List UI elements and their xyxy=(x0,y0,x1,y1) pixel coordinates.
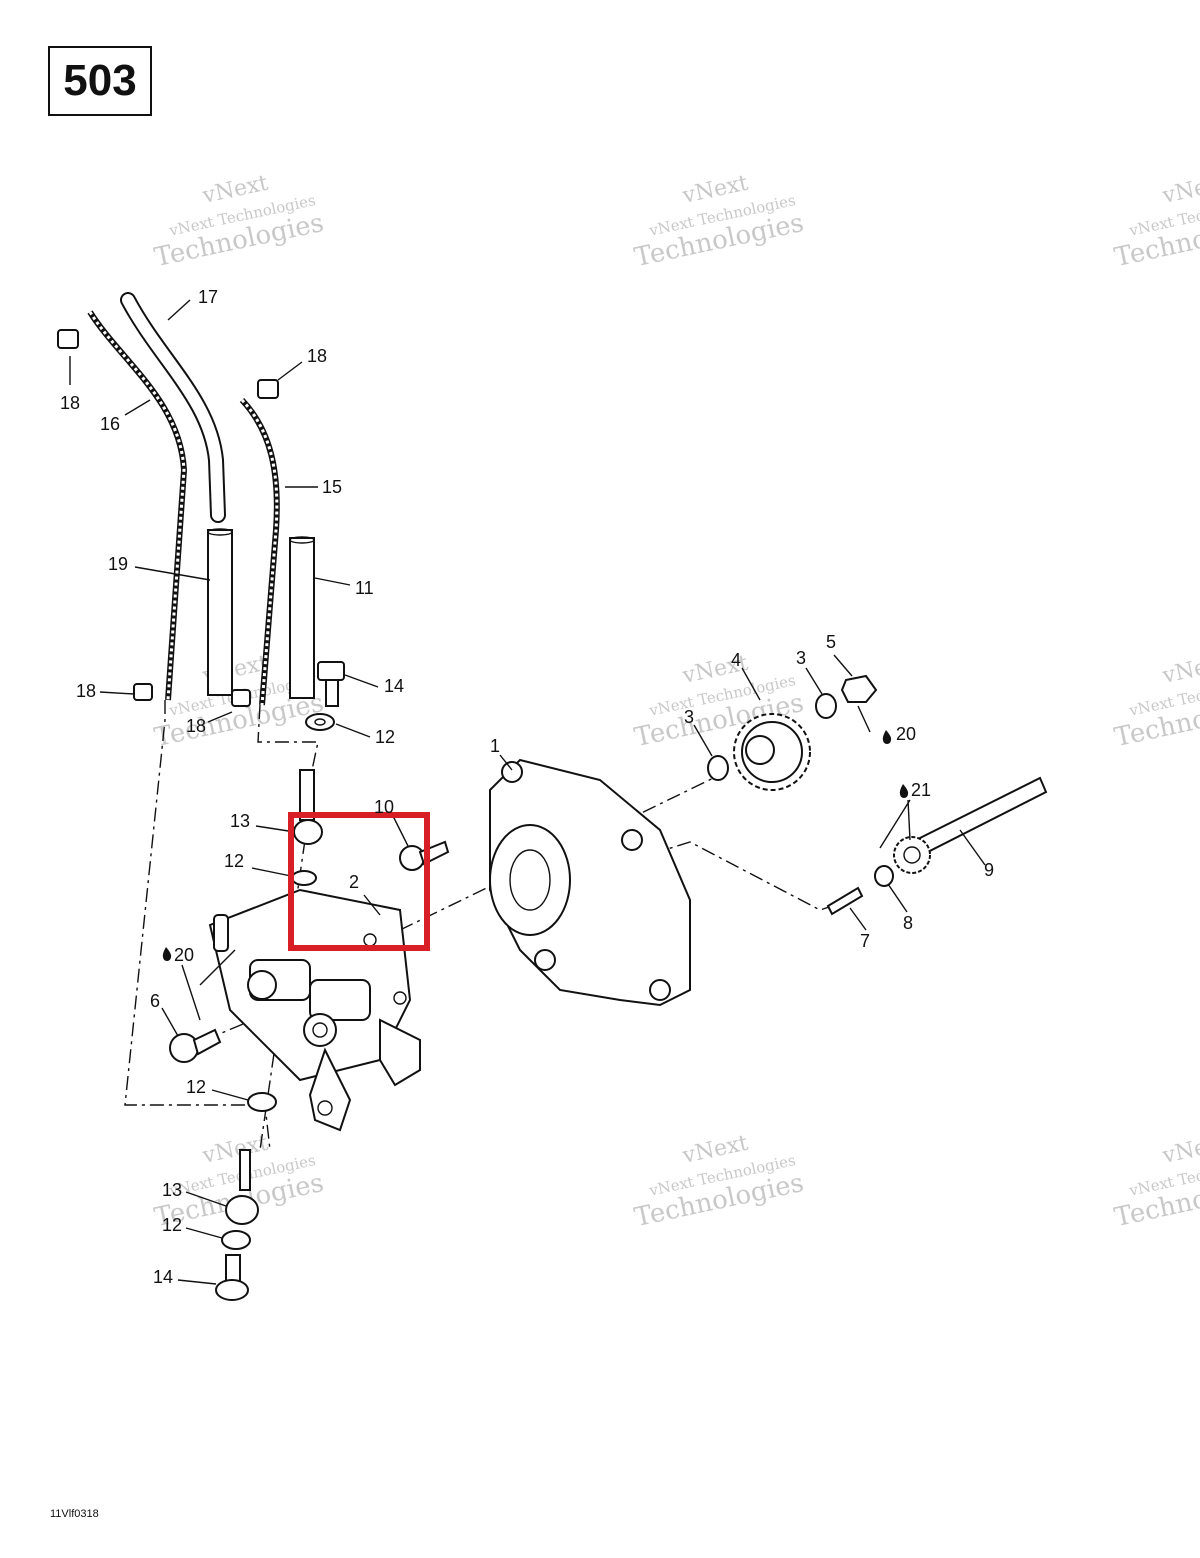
callout-12: 12 xyxy=(375,727,395,747)
callout-12: 12 xyxy=(162,1215,182,1235)
highlight-box xyxy=(288,812,430,951)
banjo-fitting-13-bottom xyxy=(225,1195,259,1225)
callout-18: 18 xyxy=(186,716,206,736)
callout-20: 20 xyxy=(896,724,916,744)
banjo-bolt-14-top xyxy=(317,661,345,707)
nut-5 xyxy=(840,674,878,703)
hose-11 xyxy=(289,536,315,699)
washer-12-top xyxy=(305,713,335,731)
pin-7 xyxy=(826,886,864,916)
callout-18: 18 xyxy=(307,346,327,366)
hose-17 xyxy=(120,292,226,523)
callout-17: 17 xyxy=(198,287,218,307)
washer-8 xyxy=(874,865,894,887)
callout-1: 1 xyxy=(490,736,500,756)
washer-3-upper xyxy=(815,693,837,719)
callout-16: 16 xyxy=(100,414,120,434)
gear-4 xyxy=(733,713,811,791)
watermark-text: vNext xyxy=(1160,1131,1200,1169)
callout-15: 15 xyxy=(322,477,342,497)
drive-shaft-9 xyxy=(893,776,1048,874)
callout-14: 14 xyxy=(384,676,404,696)
screw-6 xyxy=(169,1028,222,1063)
callout-2: 2 xyxy=(349,872,359,892)
banjo-fitting-13-top xyxy=(293,819,323,845)
callout-12: 12 xyxy=(186,1077,206,1097)
pump-cover-1 xyxy=(489,758,691,1007)
watermark-text: vNext xyxy=(1160,171,1200,209)
hose-16 xyxy=(87,310,188,701)
oil-drop-icon xyxy=(882,730,892,744)
callout-20: 20 xyxy=(174,945,194,965)
callout-13: 13 xyxy=(230,811,250,831)
clamp-18-top-right xyxy=(257,379,279,399)
callout-10: 10 xyxy=(374,797,394,817)
svg-text:21: 21 xyxy=(911,780,931,800)
hose-15 xyxy=(239,397,280,706)
washer-3-lower xyxy=(707,755,729,781)
callout-11: 11 xyxy=(355,578,374,598)
clamp-18-left xyxy=(133,683,153,701)
oil-drop-icon xyxy=(899,784,909,798)
oil-drop-icon xyxy=(162,947,172,961)
banjo-bolt-14-bottom xyxy=(215,1254,249,1301)
callout-18: 18 xyxy=(60,393,80,413)
clamp-18-right xyxy=(231,689,251,707)
callout-3: 3 xyxy=(796,648,806,668)
callout-7: 7 xyxy=(860,931,870,951)
callout-5: 5 xyxy=(826,632,836,652)
callout-8: 8 xyxy=(903,913,913,933)
callout-9: 9 xyxy=(984,860,994,880)
callout-4: 4 xyxy=(731,650,741,670)
callout-21: 21 xyxy=(899,780,931,800)
page-number: 503 xyxy=(63,56,137,105)
leader-lines xyxy=(69,299,986,1285)
hose-19 xyxy=(207,528,233,696)
callout-labels: 17 18 18 16 15 19 11 18 18 14 12 1 4 3 5… xyxy=(60,287,994,1287)
oil-line-path xyxy=(124,700,271,1151)
callout-3: 3 xyxy=(684,707,694,727)
watermark-text: vNext xyxy=(1160,651,1200,689)
oil-line-path xyxy=(257,704,319,771)
callout-20-left: 20 xyxy=(162,945,194,965)
washer-12-mid xyxy=(291,870,317,886)
callout-19: 19 xyxy=(108,554,128,574)
callout-14: 14 xyxy=(153,1267,173,1287)
callout-20-right: 20 xyxy=(882,724,916,744)
callout-6: 6 xyxy=(150,991,160,1011)
callout-13: 13 xyxy=(162,1180,182,1200)
oil-pump-2 xyxy=(199,888,421,1132)
washer-12-lower xyxy=(247,1092,277,1112)
callout-18: 18 xyxy=(76,681,96,701)
fitting-nipple-lower xyxy=(239,1149,251,1191)
page-number-box: 503 xyxy=(48,46,152,116)
callout-12: 12 xyxy=(224,851,244,871)
washer-12-bottom xyxy=(221,1230,251,1250)
figure-code: 11Vlf0318 xyxy=(50,1508,99,1520)
clamp-18-top-left xyxy=(57,329,79,349)
